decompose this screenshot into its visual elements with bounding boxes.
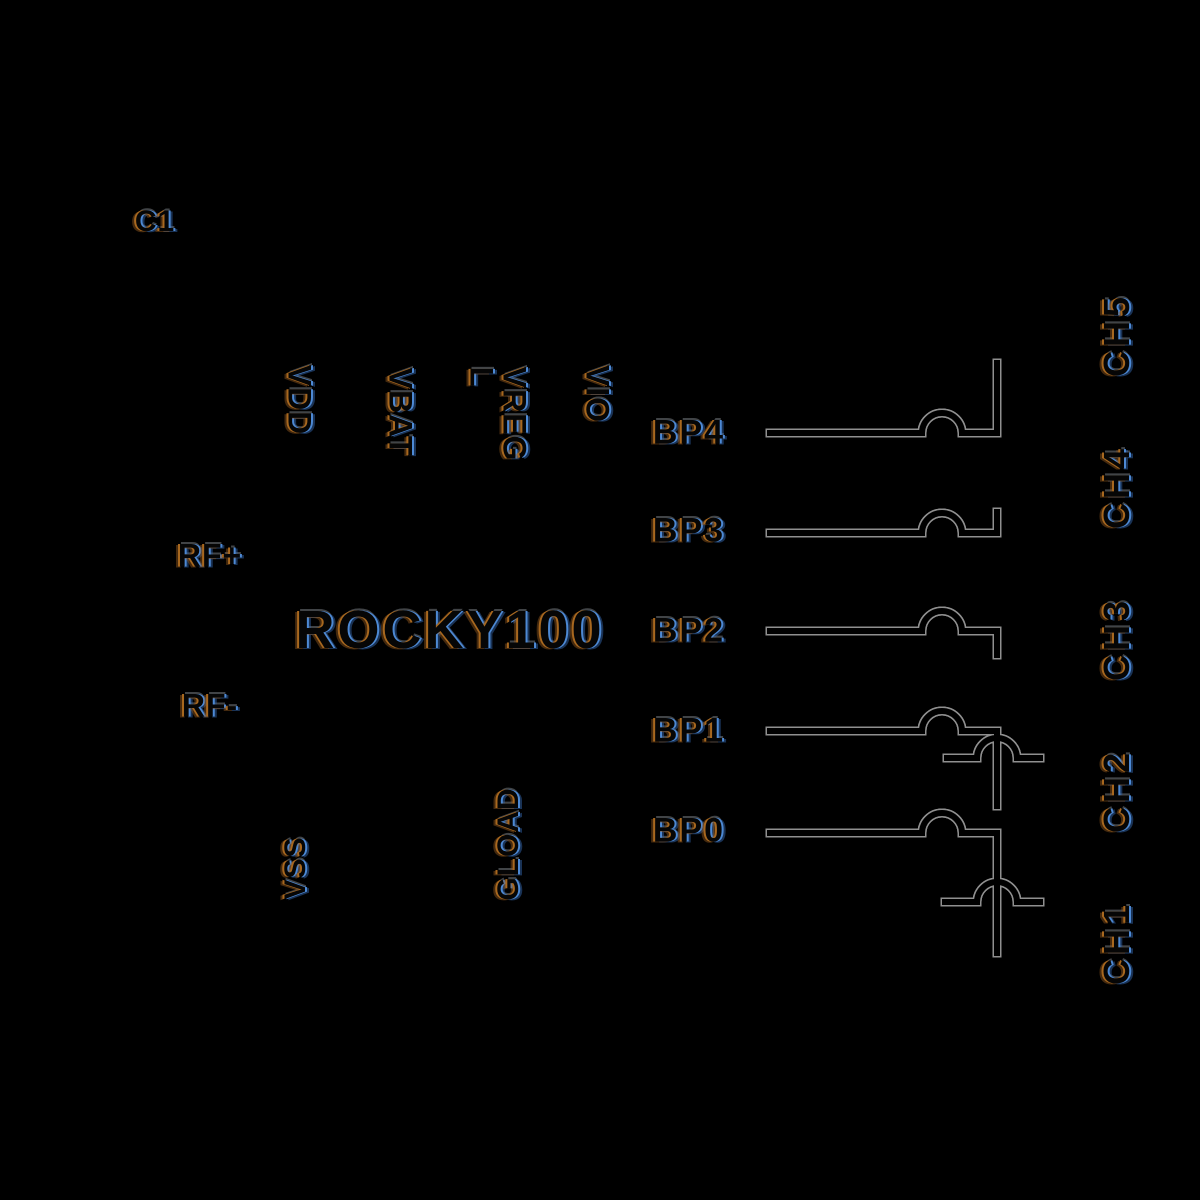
net-label-ch5: CH5 [1096, 292, 1137, 378]
pin-label-gload: GLOAD [492, 787, 525, 901]
pin-label-l: L [463, 366, 500, 388]
pin-label-rf-minus: RF- [181, 687, 239, 724]
wires-core [770, 363, 1040, 953]
pin-label-vss: VSS [279, 836, 312, 900]
pin-label-bp0: BP0 [652, 811, 726, 850]
pin-label-vio: VIO [579, 364, 616, 424]
pin-label-vdd: VDD [281, 364, 318, 436]
pin-label-bp2: BP2 [652, 611, 726, 650]
pin-label-bp3: BP3 [652, 511, 726, 550]
net-label-ch1: CH1 [1096, 900, 1137, 986]
net-label-ch4: CH4 [1096, 444, 1137, 530]
part-value: ROCKY100 [295, 600, 605, 660]
part-reference: C1 [134, 205, 176, 238]
pin-label-vbat: VBAT [382, 367, 419, 457]
net-label-ch2: CH2 [1096, 748, 1137, 834]
net-label-ch3: CH3 [1096, 596, 1137, 682]
pin-label-rf-plus: RF+ [177, 537, 243, 574]
pin-label-vreg: VREG [496, 366, 533, 462]
pin-label-bp1: BP1 [652, 711, 726, 750]
pin-label-bp4: BP4 [652, 413, 726, 452]
